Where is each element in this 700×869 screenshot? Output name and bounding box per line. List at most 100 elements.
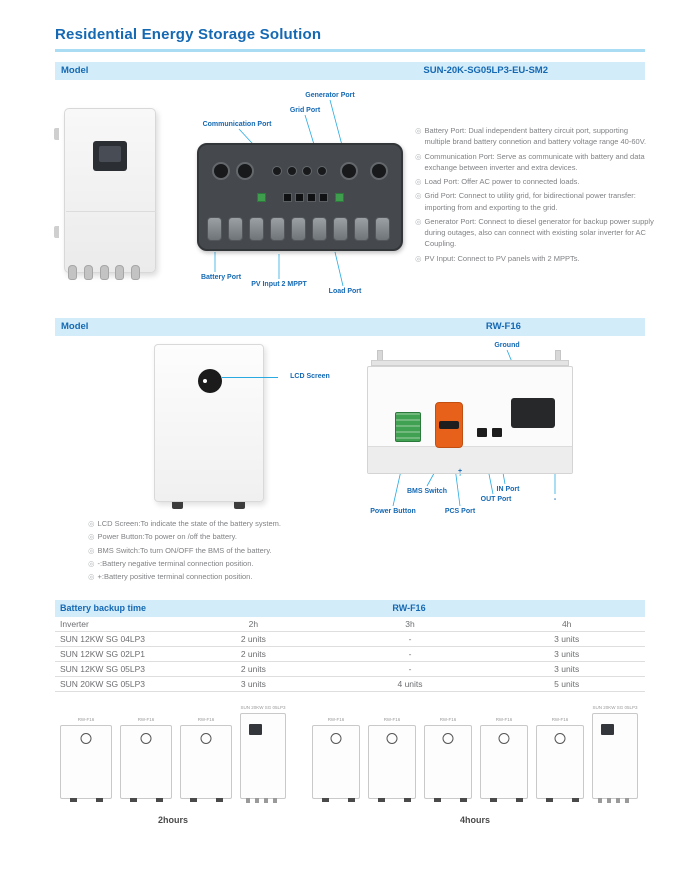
unit-label: RW-F16 (197, 717, 215, 722)
grid-port-label: Grid Port (289, 107, 321, 114)
inverter-seam (66, 211, 156, 212)
terminal (228, 217, 243, 241)
inverter-port-diagram: Generator Port Grid Port Communication P… (195, 88, 415, 306)
unit-row: RW-F16 RW-F16 RW-F16 SUN 20KW SG 05LP3 (48, 705, 298, 803)
unit-label: RW-F16 (439, 717, 457, 722)
battery-illustration (120, 725, 172, 802)
bms-switch-illustration (435, 402, 463, 448)
battery-unit: RW-F16 (312, 717, 360, 802)
ground-label: Ground (494, 342, 520, 349)
bullet-text: +:Battery positive terminal connection p… (97, 572, 253, 581)
lcd-screen-illustration (198, 369, 222, 393)
unit-label: RW-F16 (77, 717, 95, 722)
bullet-text: PV Input: Connect to PV panels with 2 MP… (424, 253, 580, 263)
battery-unit: RW-F16 (368, 717, 416, 802)
bullet-text: Power Button:To power on /off the batter… (97, 532, 237, 542)
table-cell: 3 units (240, 679, 266, 689)
round-port (212, 162, 230, 180)
bullet-icon: ◎ (415, 191, 422, 201)
backup-time-table: Battery backup time RW-F16 Inverter 2h 3… (55, 600, 645, 692)
config-group-4h: RW-F16 RW-F16 RW-F16 RW-F16 RW-F16 SUN 2… (300, 705, 650, 825)
out-port-illustration (492, 428, 502, 437)
unit-label: SUN 20KW SG 05LP3 (592, 705, 638, 710)
battery-internal-figure: Ground BMS Switch + IN Port OUT Port - P… (365, 340, 580, 530)
model-label: Model (61, 321, 89, 332)
round-port (302, 166, 312, 176)
unit-label: SUN 20KW SG 05LP3 (240, 705, 286, 710)
terminal (333, 217, 348, 241)
table-cell: SUN 12KW SG 02LP1 (60, 649, 146, 659)
title-underline (55, 49, 645, 52)
list-item: ◎Grid Port: Connect to utility grid, for… (415, 190, 655, 213)
column-header: Inverter (60, 619, 89, 629)
port-panel-illustration (197, 143, 403, 251)
bullet-text: Load Port: Offer AC power to connected l… (424, 177, 580, 186)
bullet-text: -:Battery negative terminal connection p… (97, 558, 254, 568)
battery-illustration (536, 725, 584, 802)
lcd-screen-label: LCD Screen (290, 373, 330, 380)
table-cell: 2 units (240, 649, 266, 659)
table-cell: SUN 12KW SG 04LP3 (60, 634, 146, 644)
pv-terminal (335, 193, 344, 202)
battery-illustration (480, 725, 528, 802)
model-bar-battery: Model RW-F16 (55, 318, 645, 336)
battery-illustration (60, 725, 112, 802)
bullet-text: Grid Port: Connect to utility grid, for … (424, 191, 636, 212)
bullet-icon: ◎ (88, 519, 95, 528)
round-port (272, 166, 282, 176)
table-row: SUN 12KW SG 02LP1 2 units - 3 units (55, 647, 645, 662)
config-group-2h: RW-F16 RW-F16 RW-F16 SUN 20KW SG 05LP3 2… (48, 705, 298, 825)
ground-module-illustration (511, 398, 555, 428)
group-caption: 4hours (459, 815, 490, 825)
port-descriptions: ◎Battery Port: Dual independent battery … (415, 125, 655, 267)
battery-foot (172, 502, 183, 509)
table-cell: 3 units (554, 634, 580, 644)
table-cell: 2 units (240, 634, 266, 644)
terminal (312, 217, 327, 241)
round-port (236, 162, 254, 180)
battery-descriptions: ◎LCD Screen:To indicate the state of the… (88, 518, 388, 584)
unit-label: RW-F16 (137, 717, 155, 722)
bullet-icon: ◎ (415, 151, 422, 161)
column-header: 2h (248, 619, 259, 629)
bullet-text: LCD Screen:To indicate the state of the … (97, 519, 281, 528)
unit-label: RW-F16 (383, 717, 401, 722)
table-cell: 3 units (554, 664, 580, 674)
table-row: SUN 12KW SG 05LP3 2 units - 3 units (55, 662, 645, 677)
table-row: SUN 12KW SG 04LP3 2 units - 3 units (55, 632, 645, 647)
table-model-name: RW-F16 (392, 603, 426, 613)
communication-port-label: Communication Port (202, 121, 272, 128)
inverter-unit: SUN 20KW SG 05LP3 (240, 705, 286, 803)
in-port-illustration (477, 428, 487, 437)
bullet-text: Generator Port: Connect to diesel genera… (424, 216, 654, 249)
battery-unit: RW-F16 (60, 717, 112, 802)
bms-switch-label: BMS Switch (406, 488, 448, 495)
table-cell: 2 units (240, 664, 266, 674)
model-value: RW-F16 (485, 321, 521, 332)
terminal (270, 217, 285, 241)
bullet-icon: ◎ (415, 177, 422, 186)
load-port-label: Load Port (328, 288, 362, 295)
mount-tab (54, 226, 59, 238)
generator-port-label: Generator Port (305, 92, 355, 99)
connector (68, 265, 77, 280)
bullet-icon: ◎ (88, 558, 95, 568)
round-port (287, 166, 297, 176)
table-cell: 4 units (397, 679, 423, 689)
leader-line (222, 377, 278, 378)
terminal (291, 217, 306, 241)
table-cell: 5 units (554, 679, 580, 689)
battery-illustration (368, 725, 416, 802)
bullet-text: BMS Switch:To turn ON/OFF the BMS of the… (97, 545, 272, 555)
unit-row: RW-F16 RW-F16 RW-F16 RW-F16 RW-F16 SUN 2… (300, 705, 650, 803)
bullet-icon: ◎ (88, 532, 95, 542)
unit-label: RW-F16 (551, 717, 569, 722)
inverter-unit: SUN 20KW SG 05LP3 (592, 705, 638, 803)
pv-input-label: PV Input 2 MPPT (251, 281, 307, 288)
group-caption: 2hours (157, 815, 188, 825)
terminal (375, 217, 390, 241)
battery-port-label: Battery Port (200, 274, 242, 281)
pcs-port-label: PCS Port (444, 508, 476, 515)
battery-body-illustration (154, 344, 264, 502)
